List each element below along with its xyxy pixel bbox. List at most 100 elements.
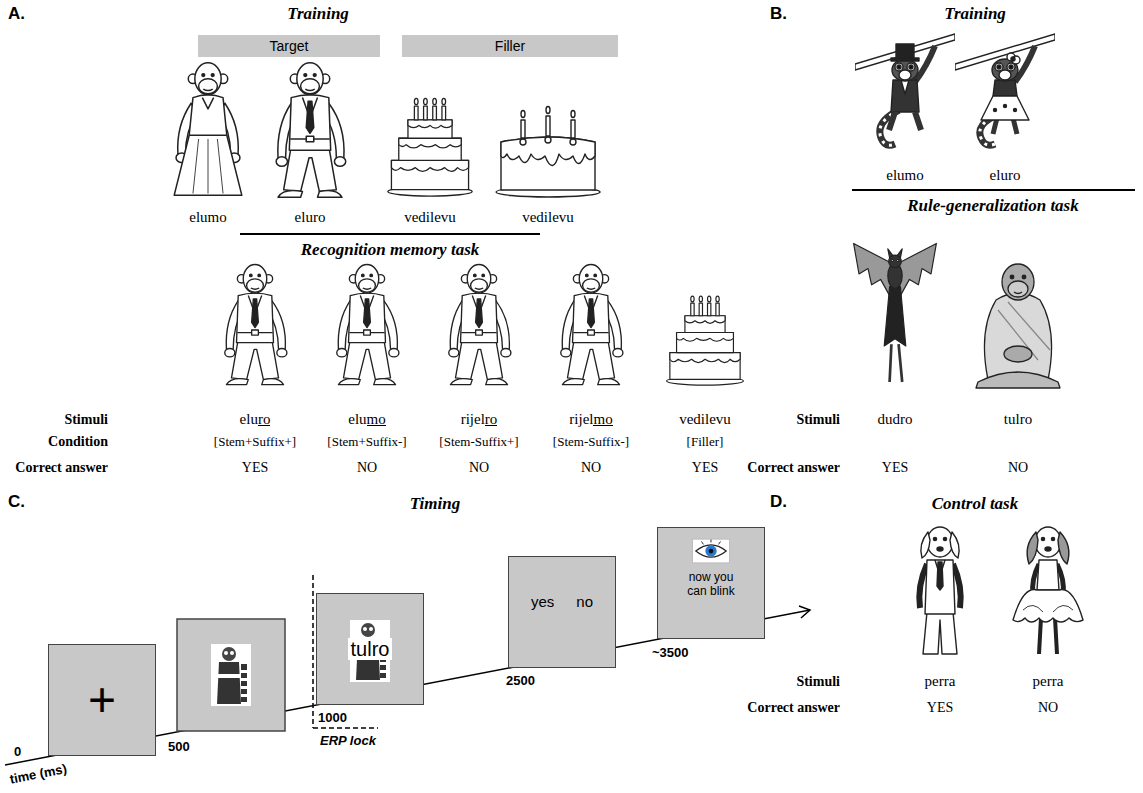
label-slot: NO — [469, 458, 489, 476]
label-slot: eluro — [990, 166, 1021, 184]
label-slot: Stimuli — [796, 672, 840, 690]
condition-label: [Stem-Suffix-] — [553, 434, 629, 450]
label-slot: Stimuli — [796, 410, 840, 428]
chimp-suit-figure — [225, 265, 287, 385]
cake-figure — [667, 296, 744, 385]
stimulus-word: vedilevu — [404, 209, 456, 226]
label-slot: YES — [882, 458, 908, 476]
answer-label: YES — [242, 460, 268, 476]
time-label: 0 — [14, 744, 21, 759]
label-slot: elumo — [189, 208, 227, 226]
suffix-underline — [258, 425, 271, 426]
label-slot: ~3500 — [652, 643, 689, 661]
label-slot: perra — [925, 672, 956, 690]
section-title: Recognition memory task — [301, 240, 480, 260]
label-slot: NO — [581, 458, 601, 476]
time-label: ~3500 — [652, 645, 689, 660]
stimulus-word: elumo — [886, 167, 924, 184]
erp-lock-line — [312, 575, 314, 728]
chimp-suit-figure — [337, 265, 399, 385]
chimp-suit-figure — [561, 265, 623, 385]
axis-arrowhead — [799, 606, 810, 618]
stimulus-word: perra — [925, 673, 956, 690]
row-header: Stimuli — [796, 412, 840, 428]
answer-label: NO — [1038, 700, 1058, 716]
label-slot: 500 — [168, 737, 190, 755]
panel-letter: B. — [770, 4, 787, 24]
cake-figure — [496, 107, 600, 198]
group-bar: Filler — [402, 35, 618, 57]
answer-label: NO — [1008, 460, 1028, 476]
suffix-underline — [485, 425, 498, 426]
label-slot: time (ms) — [8, 759, 68, 788]
label-slot: tulro — [1004, 410, 1032, 428]
label-slot: elumo — [886, 166, 924, 184]
screen-text: Target — [270, 38, 309, 54]
bat-figure — [854, 243, 937, 382]
screen-text: yes — [531, 593, 554, 610]
answer-label: NO — [469, 460, 489, 476]
screen-picture — [692, 538, 730, 564]
label-slot: vedilevu — [522, 208, 574, 226]
erp-lock-line — [313, 727, 378, 729]
label-slot: B. — [770, 4, 787, 24]
label-slot: Stimuli — [64, 410, 108, 428]
label-slot: [Stem-Suffix-] — [553, 432, 629, 450]
stimulus-word: perra — [1033, 673, 1064, 690]
stimulus-word: vedilevu — [522, 209, 574, 226]
label-slot: 1000 — [318, 708, 347, 726]
label-slot: D. — [770, 492, 787, 512]
answer-label: NO — [581, 460, 601, 476]
condition-label: [Stem+Suffix+] — [214, 434, 296, 450]
lemur-figure — [855, 34, 955, 145]
stimulus-word: eluro — [295, 209, 326, 226]
condition-label: [Stem-Suffix+] — [439, 434, 518, 450]
label-slot: vedilevu — [404, 208, 456, 226]
label-slot: ERP lock — [320, 731, 376, 749]
chimp-dress-figure — [174, 63, 242, 196]
panel-letter: D. — [770, 492, 787, 512]
picture-screen — [177, 619, 285, 731]
answer-label: YES — [692, 460, 718, 476]
suffix-underline — [593, 425, 612, 426]
section-title: Timing — [410, 494, 460, 514]
answer-label: YES — [882, 460, 908, 476]
label-slot: Recognition memory task — [301, 240, 480, 260]
row-header: Correct answer — [15, 460, 108, 476]
label-slot: [Stem+Suffix+] — [214, 432, 296, 450]
label-slot: A. — [8, 4, 25, 24]
label-slot: Correct answer — [747, 458, 840, 476]
gorilla-figure — [976, 264, 1060, 388]
row-header: Condition — [48, 434, 108, 450]
section-title: Control task — [932, 494, 1018, 514]
screen-text: now you can blink — [681, 570, 741, 599]
screen-text: no — [576, 593, 593, 610]
cake-figure — [388, 98, 472, 196]
screen-text: Filler — [495, 38, 525, 54]
label-slot: YES — [692, 458, 718, 476]
time-label: 500 — [168, 739, 190, 754]
dog-dress-figure — [1013, 527, 1083, 654]
stimulus-word: eluro — [990, 167, 1021, 184]
label-slot: Condition — [48, 432, 108, 450]
row-header: Stimuli — [796, 674, 840, 690]
label-slot: Rule-generalization task — [907, 196, 1078, 216]
stimulus-word: dudro — [878, 411, 913, 428]
time-label: time (ms) — [8, 761, 68, 787]
answer-label: YES — [927, 700, 953, 716]
label-slot: YES — [927, 698, 953, 716]
blink-screen: now you can blink — [657, 527, 765, 639]
stimulus-word: vedilevu — [679, 411, 731, 428]
label-slot: YES — [242, 458, 268, 476]
answer-label: NO — [357, 460, 377, 476]
panel-letter: A. — [8, 4, 25, 24]
screen-text: tulro — [348, 638, 393, 660]
label-slot: Training — [944, 4, 1006, 24]
stimulus-word: elumo — [189, 209, 227, 226]
label-slot: Correct answer — [15, 458, 108, 476]
separator-line — [852, 189, 1135, 191]
stimulus-word: tulro — [1004, 411, 1032, 428]
label-slot: [Stem-Suffix+] — [439, 432, 518, 450]
